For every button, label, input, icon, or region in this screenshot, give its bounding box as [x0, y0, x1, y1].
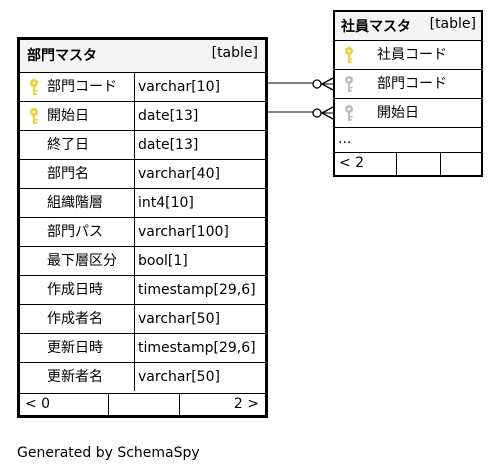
foreign-key-icon [343, 104, 355, 122]
dept-column-row[interactable]: 作成日時 timestamp[29,6] [20, 275, 265, 304]
emp-table-header: 社員マスタ [table] [335, 12, 481, 40]
column-type: varchar[100] [138, 224, 229, 240]
column-divider [134, 218, 135, 246]
column-name: 最下層区分 [47, 253, 117, 269]
dept-table-footer: < 0 2 > [20, 393, 265, 415]
dept-column-row[interactable]: 作成者名 varchar[50] [20, 304, 265, 333]
emp-more: ... [338, 131, 352, 147]
column-divider [134, 73, 135, 101]
relation-dept-code [268, 77, 334, 91]
dept-column-row[interactable]: 開始日 date[13] [20, 101, 265, 130]
column-divider [134, 189, 135, 217]
column-divider [134, 131, 135, 159]
column-type: date[13] [138, 108, 199, 124]
generated-by-text: Generated by SchemaSpy [17, 445, 200, 461]
emp-column-row[interactable]: 部門コード [335, 69, 481, 98]
column-divider [134, 363, 135, 391]
column-divider [134, 334, 135, 362]
emp-footer-left: < 2 [339, 155, 365, 171]
column-name: 開始日 [47, 108, 89, 124]
primary-key-icon [28, 78, 40, 96]
emp-column-row[interactable]: 開始日 [335, 98, 481, 127]
footer-divider [108, 394, 109, 415]
dept-column-row[interactable]: 部門パス varchar[100] [20, 217, 265, 246]
dept-column-row[interactable]: 部門コード varchar[10] [20, 72, 265, 101]
column-name: 作成日時 [47, 282, 103, 298]
column-name: 部門コード [377, 76, 447, 92]
column-name: 更新日時 [47, 340, 103, 356]
column-type: varchar[10] [138, 79, 220, 95]
column-name: 部門コード [47, 79, 117, 95]
column-type: varchar[50] [138, 311, 220, 327]
dept-footer-left: < 0 [25, 396, 51, 412]
column-name: 組織階層 [47, 195, 103, 211]
emp-more-row: ... [335, 127, 481, 152]
column-type: bool[1] [138, 253, 188, 269]
dept-column-row[interactable]: 更新者名 varchar[50] [20, 362, 265, 391]
dept-footer-right: 2 > [233, 396, 259, 412]
foreign-key-icon [343, 75, 355, 93]
column-type: varchar[50] [138, 369, 220, 385]
dept-table-header: 部門マスタ [table] [20, 40, 265, 72]
emp-table-name: 社員マスタ [341, 19, 411, 35]
column-type: timestamp[29,6] [138, 340, 256, 356]
column-type: int4[10] [138, 195, 194, 211]
column-name: 社員コード [377, 47, 447, 63]
primary-key-icon [343, 46, 355, 64]
footer-divider [179, 394, 180, 415]
dept-column-row[interactable]: 終了日 date[13] [20, 130, 265, 159]
column-divider [134, 160, 135, 188]
column-name: 更新者名 [47, 369, 103, 385]
column-divider [134, 276, 135, 304]
relation-start-date [268, 106, 334, 120]
dept-table[interactable]: 部門マスタ [table] 部門コード varchar[10] 開始日 date[13… [17, 37, 268, 418]
column-type: date[13] [138, 137, 199, 153]
primary-key-icon [28, 107, 40, 125]
dept-table-name: 部門マスタ [27, 48, 97, 64]
footer-divider [396, 153, 397, 175]
emp-table-footer: < 2 [335, 152, 481, 175]
column-name: 作成者名 [47, 311, 103, 327]
emp-column-row[interactable]: 社員コード [335, 40, 481, 69]
dept-table-type: [table] [211, 45, 258, 61]
dept-column-row[interactable]: 部門名 varchar[40] [20, 159, 265, 188]
column-type: varchar[40] [138, 166, 220, 182]
dept-column-row[interactable]: 組織階層 int4[10] [20, 188, 265, 217]
emp-table[interactable]: 社員マスタ [table] 社員コード部門コード開始日 ... < 2 [333, 10, 483, 177]
column-name: 開始日 [377, 105, 419, 121]
column-name: 終了日 [47, 137, 89, 153]
footer-divider [440, 153, 441, 175]
column-name: 部門パス [47, 224, 103, 240]
dept-column-row[interactable]: 最下層区分 bool[1] [20, 246, 265, 275]
column-divider [134, 102, 135, 130]
dept-column-row[interactable]: 更新日時 timestamp[29,6] [20, 333, 265, 362]
column-divider [134, 305, 135, 333]
emp-table-type: [table] [429, 16, 476, 32]
column-type: timestamp[29,6] [138, 282, 256, 298]
column-divider [134, 247, 135, 275]
column-name: 部門名 [47, 166, 89, 182]
